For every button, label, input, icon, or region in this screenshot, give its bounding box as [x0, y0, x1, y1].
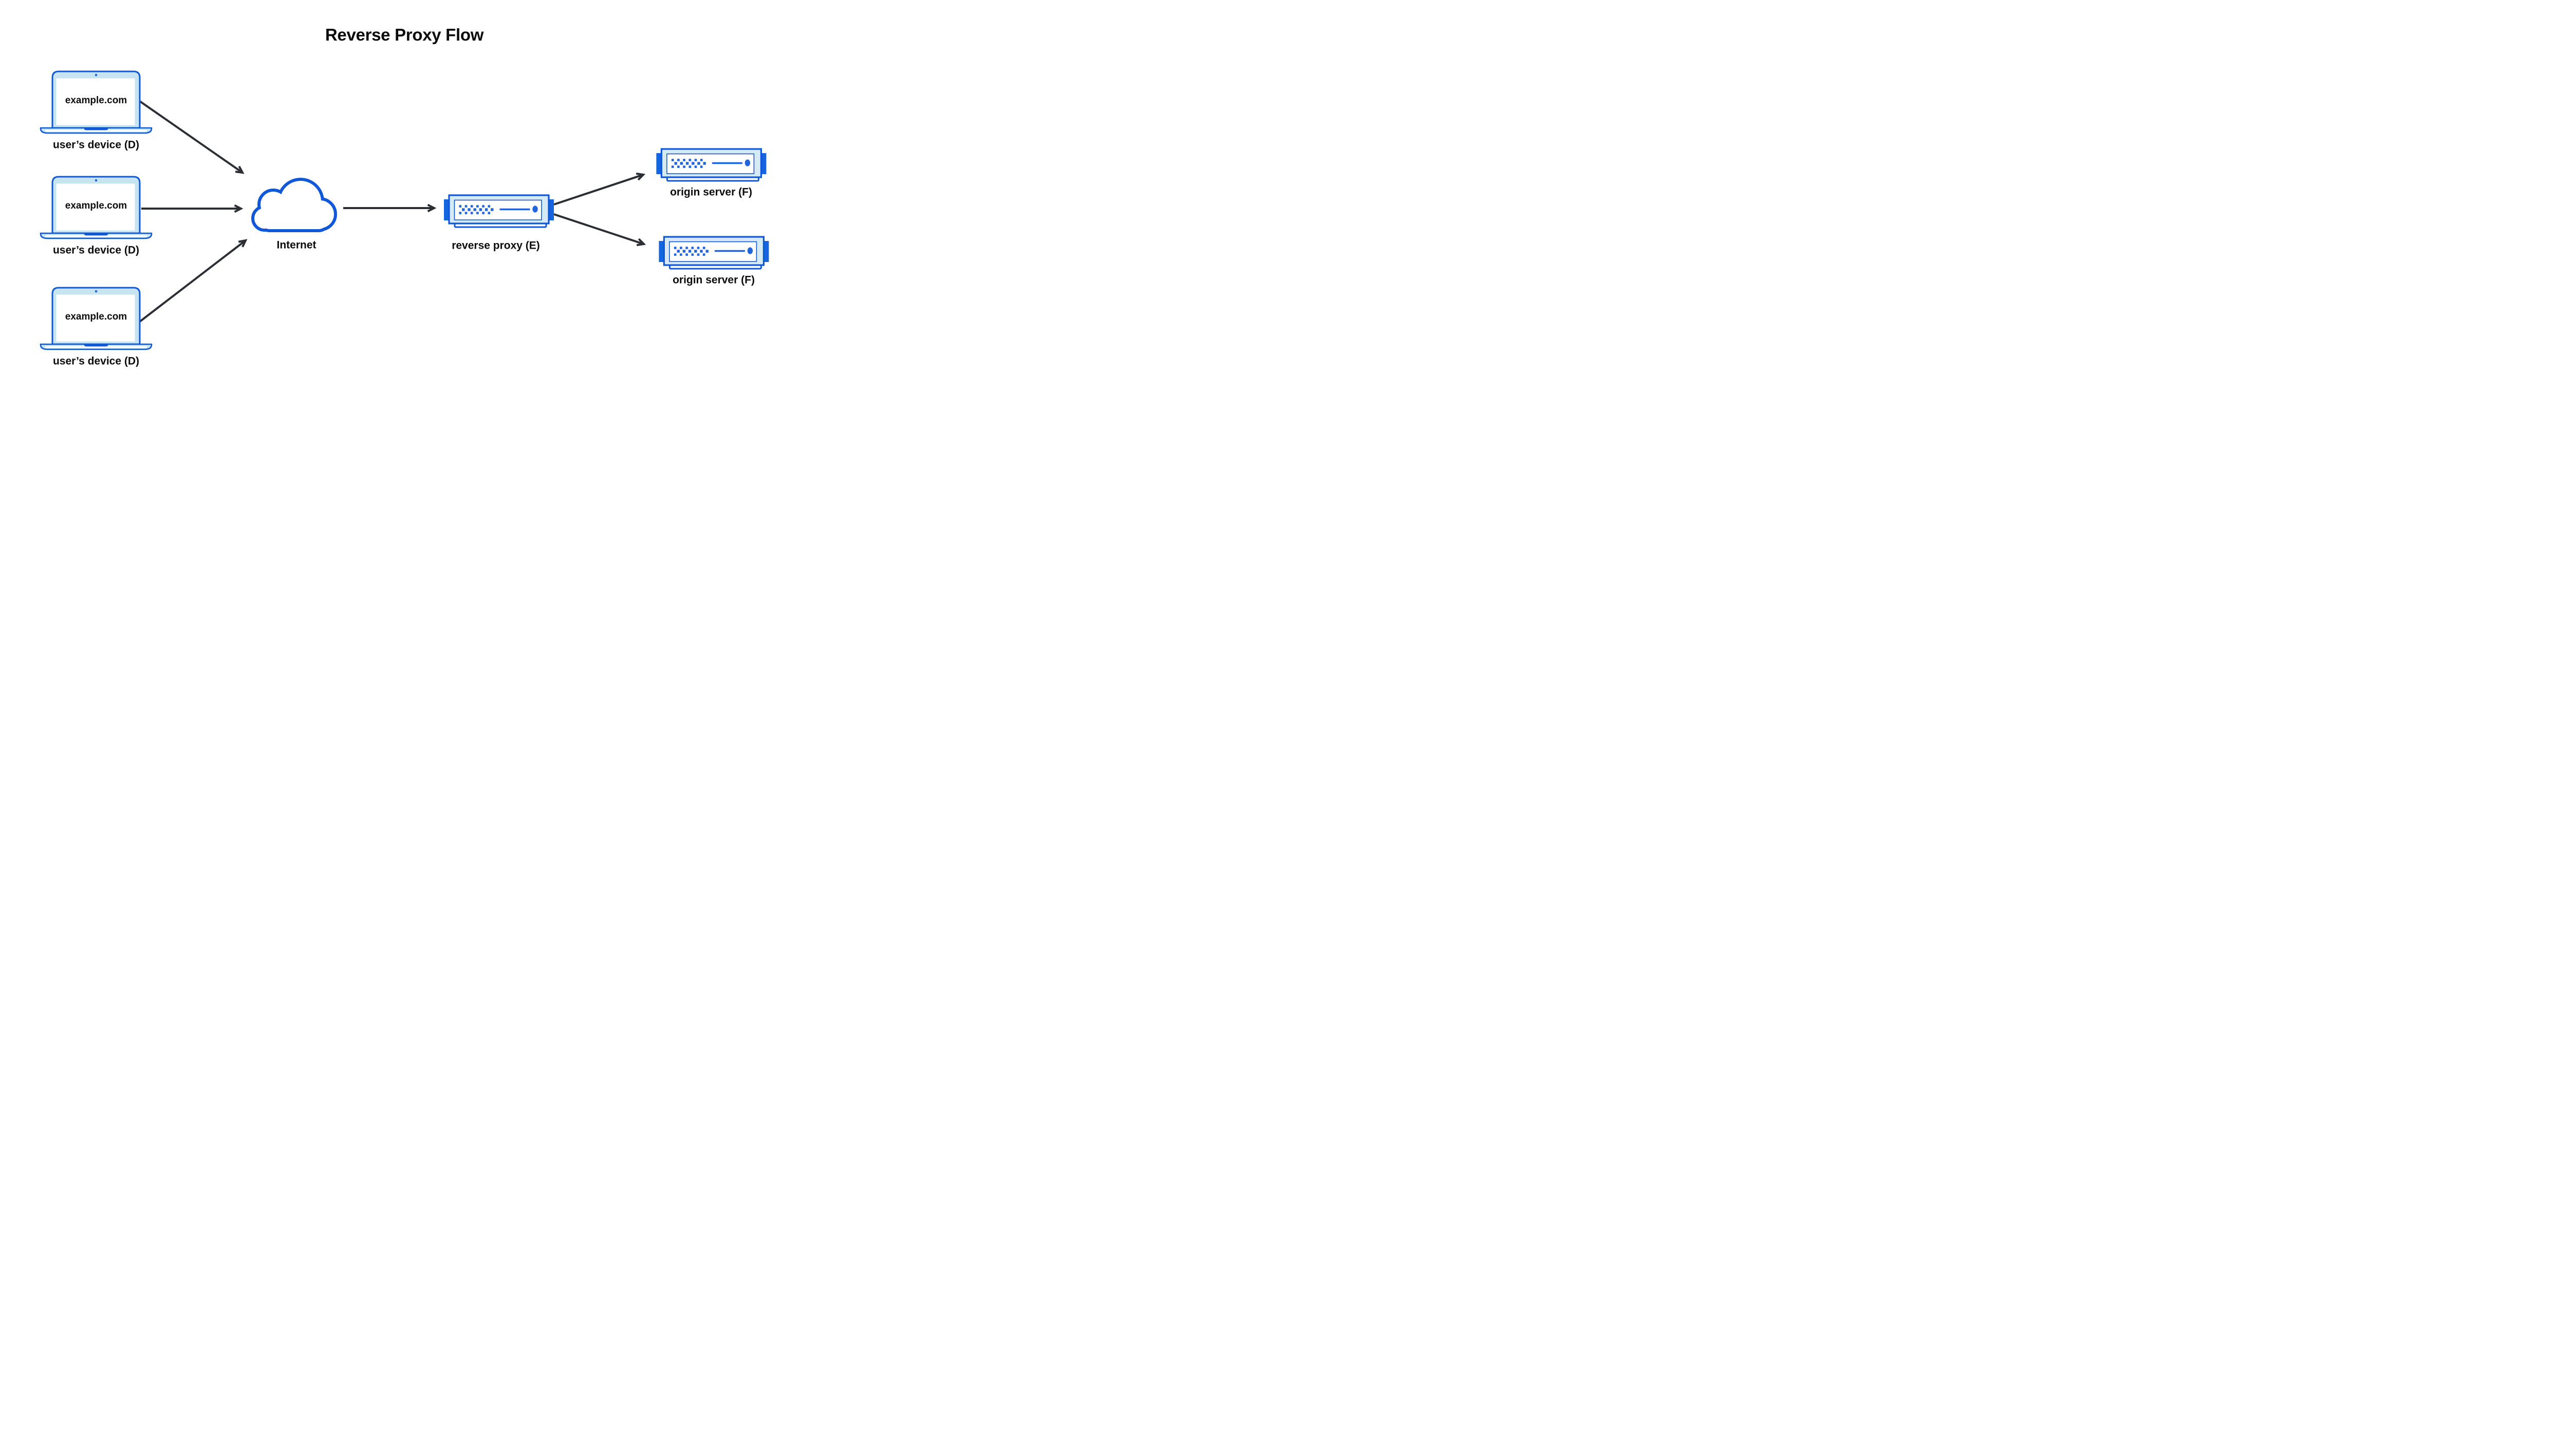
arrow-proxy-to-origin2 [553, 213, 646, 247]
node-reverse-proxy: reverse proxy (E) [443, 194, 555, 252]
arrowhead-icon [636, 172, 646, 181]
arrow-device3-to-internet [139, 239, 248, 323]
arrow-device1-to-internet [139, 100, 245, 174]
arrow-proxy-to-origin1 [553, 172, 646, 206]
device1-label: user’s device (D) [53, 139, 139, 151]
device2-label: user’s device (D) [53, 245, 139, 256]
arrowhead-icon [234, 204, 244, 213]
server-icon [443, 194, 555, 228]
diagram-page: Reverse Proxy Flow example.com user’s de… [0, 0, 805, 403]
arrowhead-icon [238, 239, 248, 248]
internet-label: Internet [276, 239, 316, 251]
arrowhead-icon [636, 238, 646, 247]
origin1-label: origin server (F) [670, 186, 752, 198]
origin2-label: origin server (F) [673, 274, 755, 286]
reverse-proxy-label: reverse proxy (E) [452, 240, 540, 252]
cloud-icon [251, 178, 337, 232]
node-origin-server-2: origin server (F) [658, 236, 770, 286]
server-icon [658, 236, 770, 270]
device2-screen-text: example.com [65, 200, 127, 211]
device1-screen-text: example.com [65, 95, 127, 106]
arrowhead-icon [235, 165, 245, 174]
node-user-device-2: example.com user’s device (D) [40, 176, 153, 256]
node-internet: Internet [251, 178, 337, 251]
diagram-title: Reverse Proxy Flow [325, 25, 484, 44]
arrow-internet-to-proxy [343, 203, 437, 213]
server-icon [655, 148, 768, 182]
device3-screen-text: example.com [65, 311, 127, 322]
arrow-device2-to-internet [141, 204, 244, 213]
node-user-device-3: example.com user’s device (D) [40, 287, 153, 367]
arrowhead-icon [427, 203, 437, 213]
device3-label: user’s device (D) [53, 356, 139, 367]
reverse-proxy-flow-diagram: Reverse Proxy Flow example.com user’s de… [40, 25, 770, 367]
node-user-device-1: example.com user’s device (D) [40, 70, 153, 151]
node-origin-server-1: origin server (F) [655, 148, 768, 198]
